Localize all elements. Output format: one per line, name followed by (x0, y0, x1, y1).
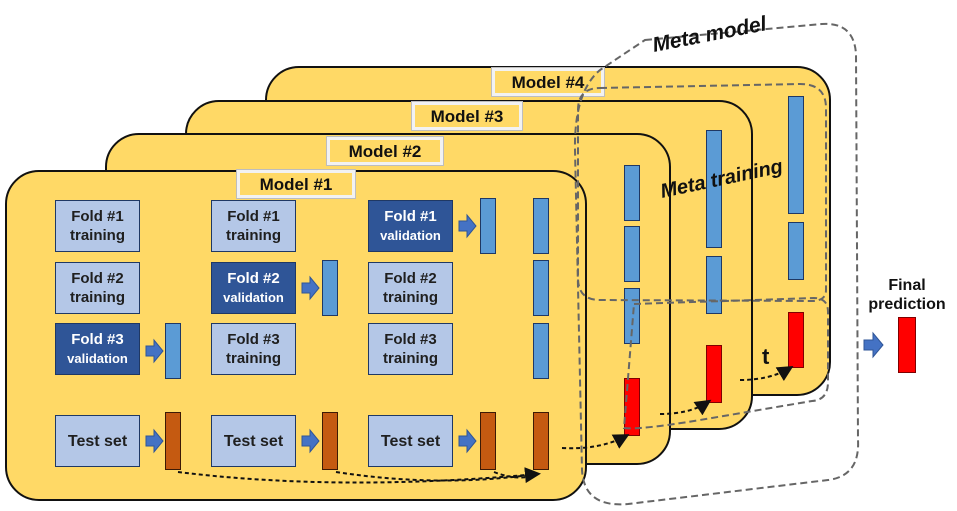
model-1-label: Model #1 (236, 169, 356, 199)
model-1-col1-test-set: Test set (55, 415, 140, 467)
model-2-meta-bar-3 (624, 288, 640, 344)
model-1-col2-pred-bar (322, 260, 338, 316)
model-2-label: Model #2 (326, 136, 444, 166)
meta-test-label-partial: t (762, 344, 770, 369)
model-1-meta-bar-3 (533, 323, 549, 379)
model-1-col3-test-bar (480, 412, 496, 470)
model-1-col3-test-set: Test set (368, 415, 453, 467)
model-1-col2-test-bar (322, 412, 338, 470)
final-prediction-bar (898, 317, 916, 373)
model-1-col3-pred-bar (480, 198, 496, 254)
model-3-meta-bar-1 (706, 130, 722, 248)
model-1-col1-pred-bar (165, 323, 181, 379)
model-3-meta-bar-2 (706, 256, 722, 314)
model-4-test-bar (788, 312, 804, 368)
model-2-meta-bar-2 (624, 226, 640, 282)
model-4-label: Model #4 (491, 67, 605, 97)
model-1-meta-test-bar (533, 412, 549, 470)
final-prediction-label: Final prediction (868, 277, 946, 313)
arrow-final (863, 331, 884, 359)
model-1-meta-bar-2 (533, 260, 549, 316)
model-4-meta-bar-2 (788, 222, 804, 280)
model-1-meta-bar-1 (533, 198, 549, 254)
model-1-col2-test-set: Test set (211, 415, 296, 467)
model-3-label: Model #3 (411, 101, 523, 131)
model-3-test-bar (706, 345, 722, 403)
model-2-test-bar (624, 378, 640, 436)
model-1-col1-test-bar (165, 412, 181, 470)
model-4-meta-bar-1 (788, 96, 804, 214)
model-2-meta-bar-1 (624, 165, 640, 221)
meta-model-label: Meta model (651, 12, 770, 57)
